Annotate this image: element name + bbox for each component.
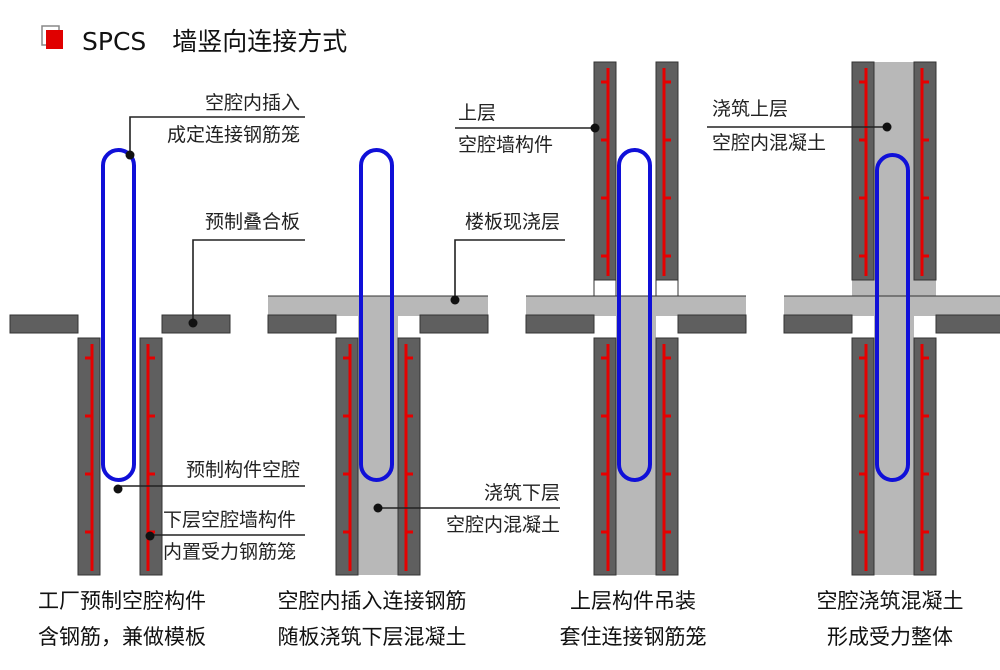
caption-line: 含钢筋，兼做模板 — [38, 625, 206, 649]
label-slab: 预制叠合板 — [204, 211, 300, 233]
leader-line — [192, 239, 305, 323]
wall-panel — [913, 61, 937, 281]
label-cavity: 预制构件空腔 — [185, 459, 300, 481]
label-cage-2: 成定连接钢筋笼 — [166, 124, 300, 146]
page-title: SPCS 墙竖向连接方式 — [82, 22, 347, 58]
brand: SPCS — [82, 27, 147, 56]
leader-dot — [590, 123, 600, 133]
label-upper-1: 上层 — [458, 102, 497, 124]
wall-panel — [655, 337, 679, 576]
precast-slab-left — [267, 314, 337, 334]
wall-panel — [77, 337, 101, 576]
precast-slab-left — [9, 314, 79, 334]
joint-gap — [593, 279, 617, 297]
wall-panel — [851, 337, 875, 576]
label-pour-upper-1: 浇筑上层 — [712, 98, 789, 120]
precast-slab-right — [419, 314, 489, 334]
label-wall-2: 内置受力钢筋笼 — [163, 541, 297, 563]
label-pour-upper-2: 空腔内混凝土 — [712, 132, 827, 154]
caption-line: 随板浇筑下层混凝土 — [277, 625, 467, 649]
caption-line: 空腔浇筑混凝土 — [816, 589, 964, 613]
caption-line: 套住连接钢筋笼 — [559, 625, 707, 649]
wall-panel — [335, 337, 359, 576]
caption-stage-2: 空腔内插入连接钢筋随板浇筑下层混凝土 — [252, 583, 492, 655]
caption-line: 上层构件吊装 — [570, 589, 696, 613]
leader-dot — [125, 150, 135, 160]
label-upper-2: 空腔墙构件 — [458, 134, 554, 156]
caption-line: 工厂预制空腔构件 — [38, 589, 206, 613]
connector-rebar-cage — [101, 148, 136, 482]
label-wall-1: 下层空腔墙构件 — [163, 509, 297, 531]
precast-slab-right — [677, 314, 747, 334]
leader-dot — [450, 295, 460, 305]
leader-dot — [113, 484, 123, 494]
wall-panel — [593, 337, 617, 576]
leader-dot — [373, 503, 383, 513]
precast-slab-left — [525, 314, 595, 334]
caption-line: 空腔内插入连接钢筋 — [277, 589, 467, 613]
leader-dot — [145, 531, 155, 541]
wall-panel — [655, 61, 679, 281]
joint-gap — [655, 279, 679, 297]
caption-line: 形成受力整体 — [827, 625, 953, 649]
wall-panel — [139, 337, 163, 576]
connector-rebar-cage — [617, 148, 652, 482]
precast-slab-left — [783, 314, 853, 334]
connector-rebar-cage — [359, 148, 394, 482]
leader-dot — [882, 122, 892, 132]
label-pour-lower-2: 空腔内混凝土 — [445, 514, 560, 536]
precast-slab-right — [935, 314, 1000, 334]
leader-line — [454, 239, 565, 300]
caption-stage-4: 空腔浇筑混凝土形成受力整体 — [770, 583, 1000, 655]
leader-line — [129, 116, 305, 155]
wall-panel — [851, 61, 875, 281]
title-square-icon — [41, 25, 63, 49]
wall-panel — [397, 337, 421, 576]
caption-stage-3: 上层构件吊装套住连接钢筋笼 — [513, 583, 753, 655]
label-pour-lower-1: 浇筑下层 — [483, 482, 560, 504]
label-topping: 楼板现浇层 — [464, 211, 560, 233]
wall-panel — [593, 61, 617, 281]
title-text: 墙竖向连接方式 — [172, 27, 348, 56]
label-cage-1: 空腔内插入 — [204, 92, 300, 114]
caption-stage-1: 工厂预制空腔构件含钢筋，兼做模板 — [2, 583, 242, 655]
wall-panel — [913, 337, 937, 576]
leader-dot — [188, 318, 198, 328]
connector-rebar-cage — [875, 153, 910, 482]
